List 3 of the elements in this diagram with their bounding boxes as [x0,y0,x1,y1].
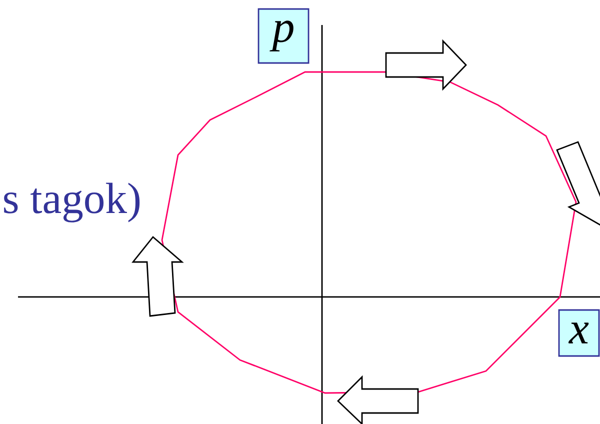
variable-box: x [558,309,600,357]
heading-fragment: s tagok) [4,182,140,222]
variable-box: p [258,8,310,64]
